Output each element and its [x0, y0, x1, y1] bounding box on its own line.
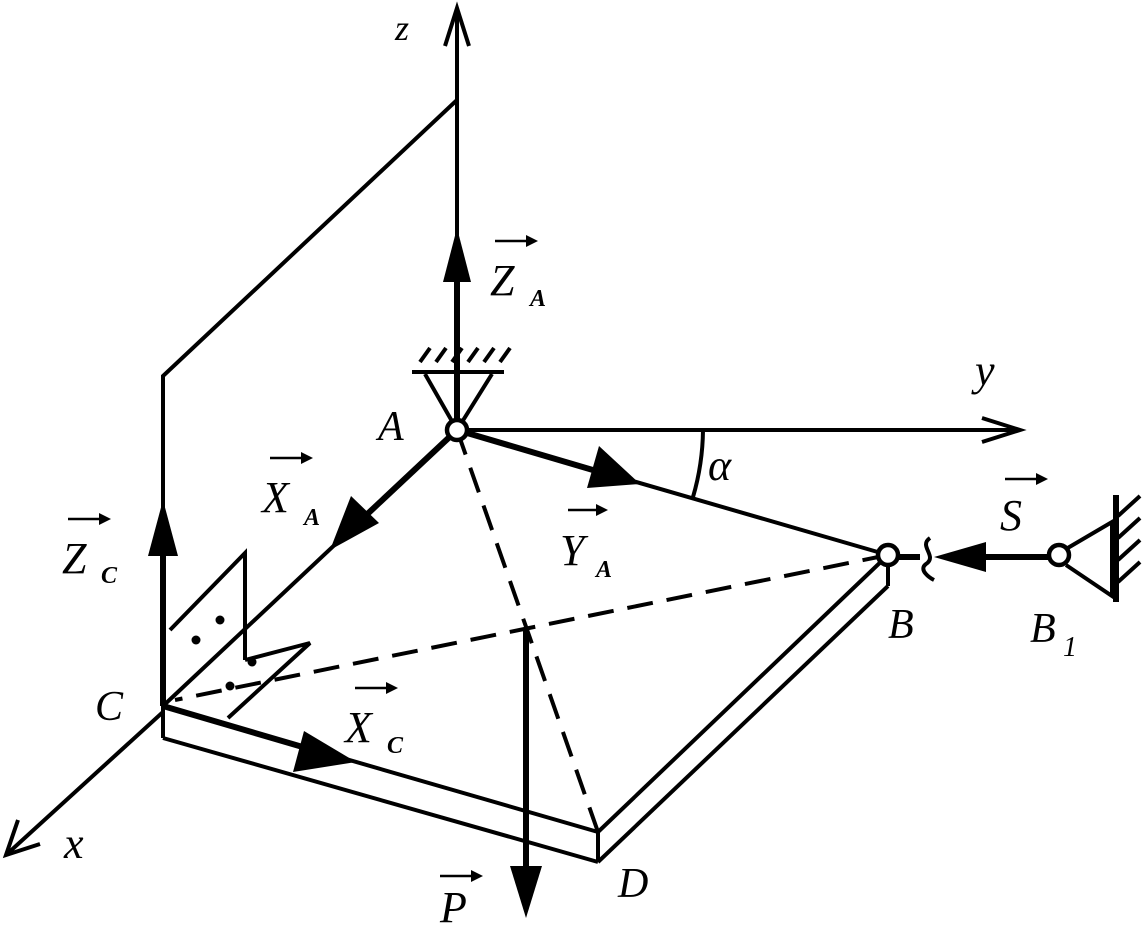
- force-xc-arrow: [162, 703, 356, 772]
- force-zc-label: Z C: [62, 513, 118, 589]
- joint-a: [444, 417, 470, 443]
- rivet-dot: [215, 615, 225, 625]
- angle-alpha-arc: [691, 429, 705, 498]
- frame-plate: [161, 98, 459, 712]
- angle-alpha-label: α: [708, 441, 732, 490]
- force-xa-arrow: [330, 427, 460, 550]
- support-b1: [1064, 494, 1142, 602]
- rivet-dot: [191, 635, 201, 645]
- point-b1-label: B: [1030, 606, 1056, 652]
- cut-mark: [921, 536, 935, 582]
- force-s-label: S: [1000, 473, 1048, 540]
- force-p-label: P: [439, 870, 483, 931]
- point-b-label: B: [888, 602, 914, 648]
- z-axis-label: z: [394, 8, 409, 48]
- force-s-arrowhead: [934, 542, 986, 572]
- hinge-c-bracket: [168, 548, 312, 720]
- rivet-dot: [225, 681, 235, 691]
- joint-b: [875, 542, 901, 568]
- svg-text:X: X: [260, 473, 291, 522]
- svg-text:A: A: [594, 557, 612, 583]
- y-axis: [457, 416, 1027, 444]
- force-xa-label: X A: [260, 452, 320, 531]
- rod-b-b1: [898, 536, 1048, 582]
- svg-text:C: C: [387, 733, 404, 759]
- x-axis-label: x: [63, 819, 84, 868]
- y-axis-label: y: [971, 346, 995, 395]
- force-ya-label: Y A: [560, 504, 612, 583]
- force-za-label: Z A: [490, 235, 546, 312]
- point-a-label: A: [375, 404, 404, 450]
- force-ya-arrow: [456, 427, 640, 488]
- force-za-arrow: [443, 228, 471, 430]
- force-zc-arrow: [148, 500, 178, 706]
- point-b1-subscript: 1: [1063, 632, 1077, 663]
- svg-text:C: C: [101, 563, 118, 589]
- svg-text:X: X: [343, 703, 374, 752]
- rivet-dot: [247, 657, 257, 667]
- force-p-arrow: [510, 628, 542, 918]
- x-axis: [2, 710, 165, 859]
- svg-text:Z: Z: [490, 256, 515, 305]
- svg-text:S: S: [1000, 491, 1022, 540]
- svg-text:A: A: [528, 286, 546, 312]
- support-a: [412, 346, 512, 434]
- point-c-label: C: [95, 684, 124, 730]
- svg-text:Y: Y: [560, 526, 589, 575]
- force-xc-label: X C: [343, 682, 404, 759]
- svg-text:Z: Z: [62, 534, 87, 583]
- joint-b1: [1046, 542, 1072, 568]
- svg-text:P: P: [439, 883, 467, 931]
- svg-text:A: A: [302, 505, 320, 531]
- point-d-label: D: [617, 861, 648, 907]
